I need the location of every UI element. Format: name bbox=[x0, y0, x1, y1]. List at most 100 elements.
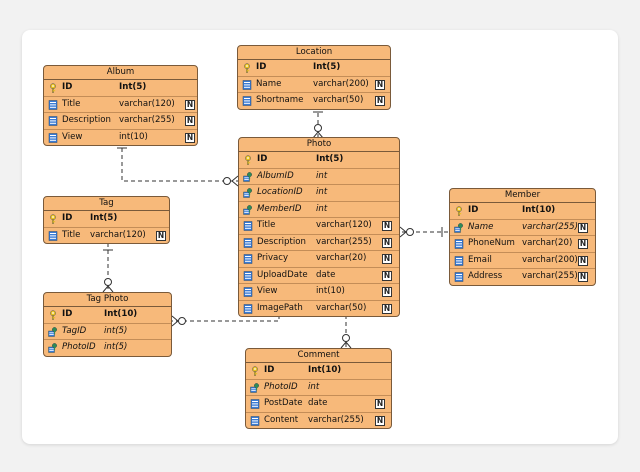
column-name: ImagePath bbox=[257, 302, 303, 313]
many-circle-location bbox=[314, 124, 322, 132]
entity-row[interactable]: TagID int(5) bbox=[44, 324, 171, 340]
column-type: varchar(200) bbox=[313, 78, 369, 89]
crowfoot-tp bbox=[171, 315, 179, 327]
foreign-key-icon bbox=[48, 343, 57, 353]
key-icon bbox=[245, 155, 251, 165]
column-name: Title bbox=[62, 98, 81, 109]
column-name: Title bbox=[62, 229, 81, 240]
nullable-icon: N bbox=[578, 222, 588, 233]
column-name: ID bbox=[468, 205, 479, 215]
key-icon bbox=[456, 206, 462, 216]
column-name: ID bbox=[256, 62, 267, 72]
entity-title: Location bbox=[238, 46, 390, 60]
nullable-icon: N bbox=[375, 415, 385, 426]
many-circle-tag bbox=[104, 278, 112, 286]
entity-row[interactable]: MemberID int bbox=[239, 202, 399, 218]
key-icon bbox=[252, 366, 258, 376]
column-name: Description bbox=[62, 115, 111, 125]
entity-title: Comment bbox=[246, 349, 391, 363]
column-name: TagID bbox=[62, 325, 87, 336]
column-icon bbox=[454, 272, 464, 282]
crowfoot-comment bbox=[340, 341, 352, 349]
crowfoot-location bbox=[312, 131, 324, 139]
column-type: varchar(120) bbox=[316, 220, 372, 230]
column-type: int(5) bbox=[104, 325, 128, 336]
nullable-icon: N bbox=[578, 255, 588, 266]
column-type: int(5) bbox=[104, 342, 128, 352]
many-circle-album bbox=[223, 177, 231, 185]
column-type: int bbox=[316, 187, 328, 197]
column-type: Int(10) bbox=[308, 365, 342, 375]
column-icon bbox=[454, 239, 464, 249]
nullable-icon: N bbox=[578, 239, 588, 249]
column-name: MemberID bbox=[257, 203, 302, 214]
key-icon bbox=[50, 310, 56, 320]
entity-title: Tag bbox=[44, 197, 169, 211]
foreign-key-icon bbox=[243, 171, 252, 182]
column-name: View bbox=[62, 131, 83, 142]
nullable-icon: N bbox=[382, 221, 392, 231]
column-name: PhoneNum bbox=[468, 238, 515, 248]
rel-album-photo bbox=[121, 141, 238, 182]
column-name: PhotoID bbox=[264, 381, 298, 392]
column-icon bbox=[242, 79, 252, 90]
column-type: Int(10) bbox=[104, 309, 138, 319]
column-icon bbox=[48, 116, 58, 126]
foreign-key-icon bbox=[454, 222, 463, 233]
column-name: LocationID bbox=[257, 187, 303, 197]
nullable-icon: N bbox=[375, 399, 385, 409]
crowfoot-tag bbox=[102, 285, 114, 293]
column-name: Name bbox=[468, 221, 494, 232]
foreign-key-icon bbox=[243, 188, 252, 198]
column-type: varchar(255) bbox=[119, 115, 175, 125]
entity-title: Member bbox=[450, 189, 595, 203]
column-type: int bbox=[316, 203, 328, 214]
foreign-key-icon bbox=[48, 326, 57, 337]
entity-title: Photo bbox=[239, 138, 399, 152]
column-icon bbox=[243, 270, 253, 281]
crowfoot-album bbox=[231, 175, 239, 187]
column-type: Int(5) bbox=[316, 154, 344, 164]
entity-row[interactable]: LocationID int bbox=[239, 185, 399, 202]
entity-row[interactable]: Title varchar(120) N bbox=[239, 218, 399, 235]
column-name: Title bbox=[257, 220, 276, 230]
column-icon bbox=[48, 230, 58, 241]
column-icon bbox=[454, 255, 464, 266]
column-type: int(10) bbox=[316, 286, 345, 296]
